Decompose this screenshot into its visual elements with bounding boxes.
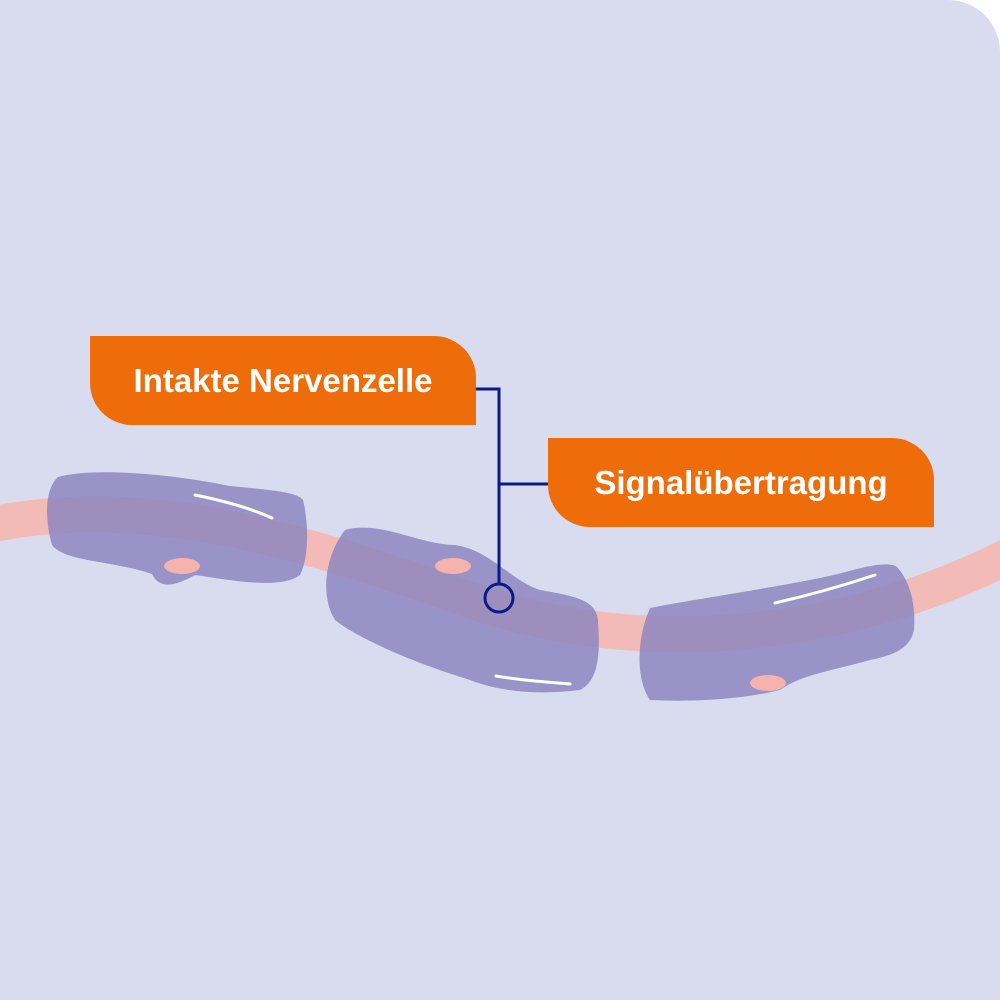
myelin-sheath-segment [639,564,915,701]
connector-line [476,387,501,583]
cell-nucleus [750,675,786,691]
cell-nucleus [164,558,200,574]
label-signal-transmission: Signalübertragung [548,438,934,527]
myelin-sheath-segment [47,472,308,585]
label-intact-nerve-cell: Intakte Nervenzelle [90,336,476,425]
cell-nucleus [435,558,471,574]
signal-marker [483,582,515,614]
myelin-sheath-segment [326,527,599,693]
